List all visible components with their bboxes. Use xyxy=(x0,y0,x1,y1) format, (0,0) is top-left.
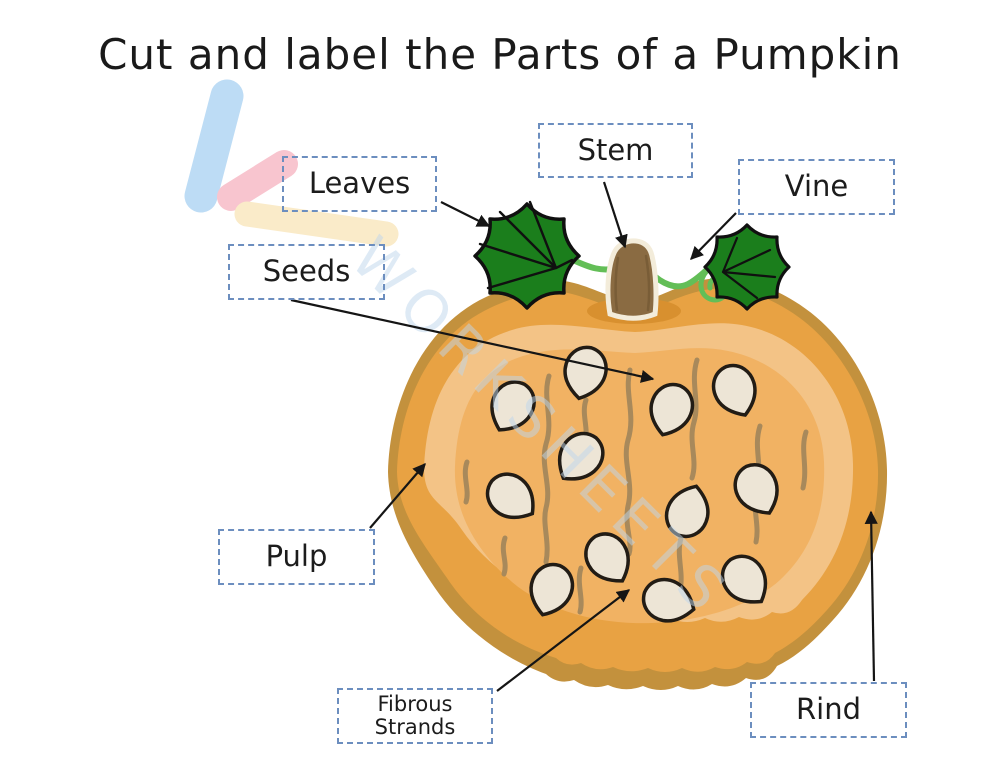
seed xyxy=(641,577,696,623)
seed xyxy=(485,472,535,520)
seed xyxy=(490,380,536,432)
seed xyxy=(529,562,575,617)
label-box-rind: Rind xyxy=(750,682,907,738)
stem-shading xyxy=(614,254,651,312)
arrow-leaves xyxy=(440,201,491,227)
pumpkin-illustration xyxy=(388,200,888,690)
seed xyxy=(720,554,768,604)
label-box-fibrous-strands: Fibrous Strands xyxy=(337,688,493,744)
stem-graphic xyxy=(605,238,659,321)
brand-logo-pink-stroke xyxy=(217,150,298,211)
seeds-graphic xyxy=(485,345,779,623)
arrow-pulp xyxy=(369,462,426,529)
label-text-fibrous-strands: Fibrous Strands xyxy=(374,691,456,739)
brand-logo xyxy=(184,79,399,247)
label-text-leaves: Leaves xyxy=(308,166,411,201)
label-box-pulp: Pulp xyxy=(218,529,375,585)
label-text-vine: Vine xyxy=(784,169,849,204)
arrow-vine xyxy=(690,212,737,260)
arrow-fibrous-strands xyxy=(496,589,631,692)
stem-body xyxy=(605,238,659,321)
brand-logo-yellow-stroke xyxy=(234,201,399,247)
label-box-leaves: Leaves xyxy=(282,156,437,212)
seed xyxy=(557,431,605,481)
seed xyxy=(563,345,608,401)
arrow-rind xyxy=(864,510,878,682)
seed xyxy=(733,463,779,515)
arrow-seeds xyxy=(290,298,655,383)
label-box-vine: Vine xyxy=(738,159,895,215)
leaf-left-veins xyxy=(478,200,574,290)
seed xyxy=(711,363,757,417)
leaf-right-veins xyxy=(721,236,777,300)
label-box-stem: Stem xyxy=(538,123,693,178)
label-text-rind: Rind xyxy=(796,692,861,727)
label-text-pulp: Pulp xyxy=(265,539,328,574)
label-box-seeds: Seeds xyxy=(228,244,385,300)
arrow-stem xyxy=(602,181,628,249)
seed xyxy=(664,484,710,539)
label-text-seeds: Seeds xyxy=(262,254,351,289)
leaf-left-blade xyxy=(473,202,581,310)
leaf-left-graphic xyxy=(473,200,581,310)
leaf-right-blade xyxy=(703,223,791,311)
seed xyxy=(584,532,630,583)
fibrous-strands-graphic xyxy=(462,357,809,615)
leaf-right-graphic xyxy=(703,223,791,311)
seed xyxy=(649,382,695,437)
brand-logo-blue-stroke xyxy=(184,79,244,213)
worksheet-title: Cut and label the Parts of a Pumpkin xyxy=(98,30,902,79)
label-text-stem: Stem xyxy=(577,132,654,167)
label-arrows xyxy=(290,181,878,692)
